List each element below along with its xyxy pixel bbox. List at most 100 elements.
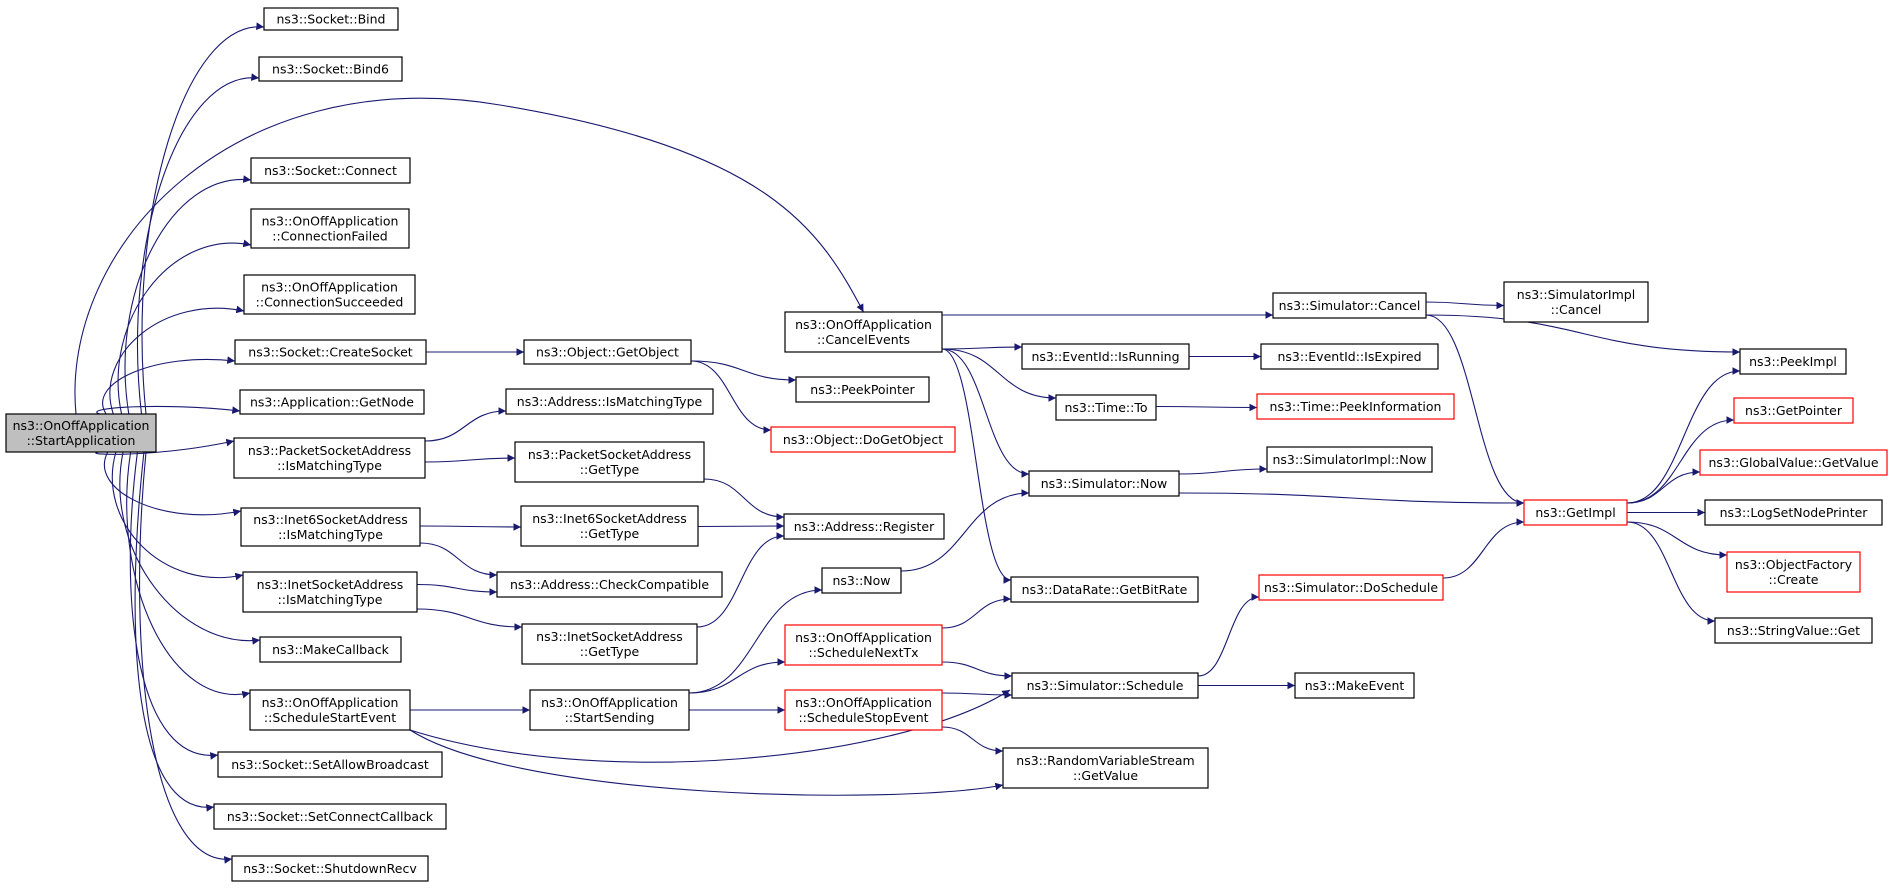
node-startsending[interactable]: ns3::OnOffApplication::StartSending [529,689,690,731]
node-getimpl[interactable]: ns3::GetImpl [1523,499,1628,526]
node-label: ::ScheduleNextTx [808,645,918,660]
node-stringvalue_get[interactable]: ns3::StringValue::Get [1714,617,1873,644]
node-label: ns3::EventId::IsRunning [1031,349,1179,364]
node-addr_register[interactable]: ns3::Address::Register [783,513,945,540]
node-label: ::IsMatchingType [278,527,383,542]
node-label: ns3::OnOffApplication [262,695,399,710]
node-addr_ismatching[interactable]: ns3::Address::IsMatchingType [505,388,714,415]
node-time_peekinfo[interactable]: ns3::Time::PeekInformation [1256,393,1455,420]
node-label: ns3::Time::To [1065,400,1148,415]
node-setconnectcallback[interactable]: ns3::Socket::SetConnectCallback [213,803,447,830]
node-now[interactable]: ns3::Now [821,567,902,594]
node-getobject[interactable]: ns3::Object::GetObject [523,339,692,365]
node-label: ::GetType [580,644,640,659]
node-box [263,7,399,31]
node-schedstopevent[interactable]: ns3::OnOffApplication::ScheduleStopEvent [784,689,943,731]
node-box [250,157,411,184]
node-label: ns3::Inet6SocketAddress [253,512,408,527]
edge-root-to-connfailed [117,239,252,415]
node-peekpointer[interactable]: ns3::PeekPointer [795,376,930,403]
node-peekimpl[interactable]: ns3::PeekImpl [1739,348,1847,375]
node-sim_now[interactable]: ns3::Simulator::Now [1028,470,1180,497]
node-label: ns3::Simulator::Now [1041,476,1168,491]
node-label: ns3::ObjectFactory [1735,557,1853,572]
edge-i6sa_ismatching-to-checkcompatible [419,542,498,579]
node-box [217,751,443,778]
node-label: ns3::Socket::Connect [264,163,397,178]
node-schednexttx[interactable]: ns3::OnOffApplication::ScheduleNextTx [784,624,943,666]
node-bind[interactable]: ns3::Socket::Bind [263,7,399,31]
node-box [213,803,447,830]
node-i6sa_gettype[interactable]: ns3::Inet6SocketAddress::GetType [520,505,699,547]
node-rvs_getvalue[interactable]: ns3::RandomVariableStream::GetValue [1002,747,1209,789]
node-box [1258,574,1444,601]
edge-getimpl-to-getpointer [1626,416,1735,504]
edge-cancelevents-to-sim_now [941,348,1030,478]
node-sim_doschedule[interactable]: ns3::Simulator::DoSchedule [1258,574,1444,601]
node-label: ns3::GlobalValue::GetValue [1708,455,1878,470]
node-box [1256,393,1455,420]
node-bind6[interactable]: ns3::Socket::Bind6 [258,56,403,82]
edge-root-to-connsucceeded [109,305,245,415]
node-getnode[interactable]: ns3::Application::GetNode [239,389,425,415]
edge-root-to-i6sa_ismatching [103,451,242,517]
node-box [250,208,410,249]
node-createsocket[interactable]: ns3::Socket::CreateSocket [234,339,427,365]
node-label: ns3::Inet6SocketAddress [532,511,687,526]
node-eventid_isrunning[interactable]: ns3::EventId::IsRunning [1021,343,1190,370]
node-getbitrate[interactable]: ns3::DataRate::GetBitRate [1010,576,1199,603]
node-label: ns3::EventId::IsExpired [1277,349,1421,364]
node-label: ns3::Address::CheckCompatible [510,577,709,592]
node-connfailed[interactable]: ns3::OnOffApplication::ConnectionFailed [250,208,410,249]
node-isa_gettype[interactable]: ns3::InetSocketAddress::GetType [521,623,698,665]
node-box [1523,499,1628,526]
edge-schednexttx-to-sim_schedule [941,661,1013,680]
node-label: ::ScheduleStopEvent [798,710,928,725]
node-psa_ismatching[interactable]: ns3::PacketSocketAddress::IsMatchingType [233,437,426,479]
node-label: ns3::SimulatorImpl::Now [1272,452,1426,467]
node-sim_cancel[interactable]: ns3::Simulator::Cancel [1272,292,1427,319]
node-box [1733,397,1854,424]
node-makecallback[interactable]: ns3::MakeCallback [259,636,402,663]
node-time_to[interactable]: ns3::Time::To [1055,394,1157,421]
node-connsucceeded[interactable]: ns3::OnOffApplication::ConnectionSucceed… [243,274,416,315]
node-cancelevents[interactable]: ns3::OnOffApplication::CancelEvents [784,311,943,353]
node-dogetobject[interactable]: ns3::Object::DoGetObject [770,426,956,453]
node-simimpl_cancel[interactable]: ns3::SimulatorImpl::Cancel [1503,281,1649,323]
node-label: ::IsMatchingType [278,592,383,607]
node-label: ns3::Address::IsMatchingType [517,394,703,409]
node-logsetnodeprinter[interactable]: ns3::LogSetNodePrinter [1704,499,1883,526]
edge-cancelevents-to-getbitrate [941,348,1012,584]
node-objectfactory_create[interactable]: ns3::ObjectFactory::Create [1726,551,1861,593]
node-connect[interactable]: ns3::Socket::Connect [250,157,411,184]
node-box [521,623,698,665]
node-setallowbroadcast[interactable]: ns3::Socket::SetAllowBroadcast [217,751,443,778]
node-layer: ns3::OnOffApplication::StartApplicationn… [5,7,1888,882]
node-label: ns3::OnOffApplication [795,317,932,332]
node-schedstartevent[interactable]: ns3::OnOffApplication::ScheduleStartEven… [249,689,411,731]
node-root[interactable]: ns3::OnOffApplication::StartApplication [5,413,157,453]
node-label: ns3::Socket::SetAllowBroadcast [231,757,429,772]
edge-sim_schedule-to-sim_doschedule [1197,593,1260,677]
node-label: ns3::Socket::Bind [277,12,386,27]
node-sim_schedule[interactable]: ns3::Simulator::Schedule [1011,672,1199,699]
node-simimpl_now[interactable]: ns3::SimulatorImpl::Now [1266,446,1433,473]
edge-psa_ismatching-to-addr_ismatching [424,407,507,442]
node-globalvalue_getvalue[interactable]: ns3::GlobalValue::GetValue [1699,449,1888,476]
node-box [1714,617,1873,644]
node-label: ::IsMatchingType [277,458,382,473]
node-makeevent[interactable]: ns3::MakeEvent [1294,672,1415,699]
node-box [1699,449,1888,476]
node-checkcompatible[interactable]: ns3::Address::CheckCompatible [496,571,723,598]
node-i6sa_ismatching[interactable]: ns3::Inet6SocketAddress::IsMatchingType [240,507,421,547]
node-label: ns3::InetSocketAddress [536,629,683,644]
node-shutdownrecv[interactable]: ns3::Socket::ShutdownRecv [231,855,429,882]
node-label: ns3::Simulator::Cancel [1279,298,1421,313]
node-getpointer[interactable]: ns3::GetPointer [1733,397,1854,424]
edge-i6sa_ismatching-to-i6sa_gettype [419,523,522,531]
node-isa_ismatching[interactable]: ns3::InetSocketAddress::IsMatchingType [242,571,418,613]
node-box [1002,747,1209,789]
node-psa_gettype[interactable]: ns3::PacketSocketAddress::GetType [514,441,705,483]
node-label: ns3::Socket::SetConnectCallback [227,809,434,824]
node-eventid_isexpired[interactable]: ns3::EventId::IsExpired [1260,343,1439,370]
